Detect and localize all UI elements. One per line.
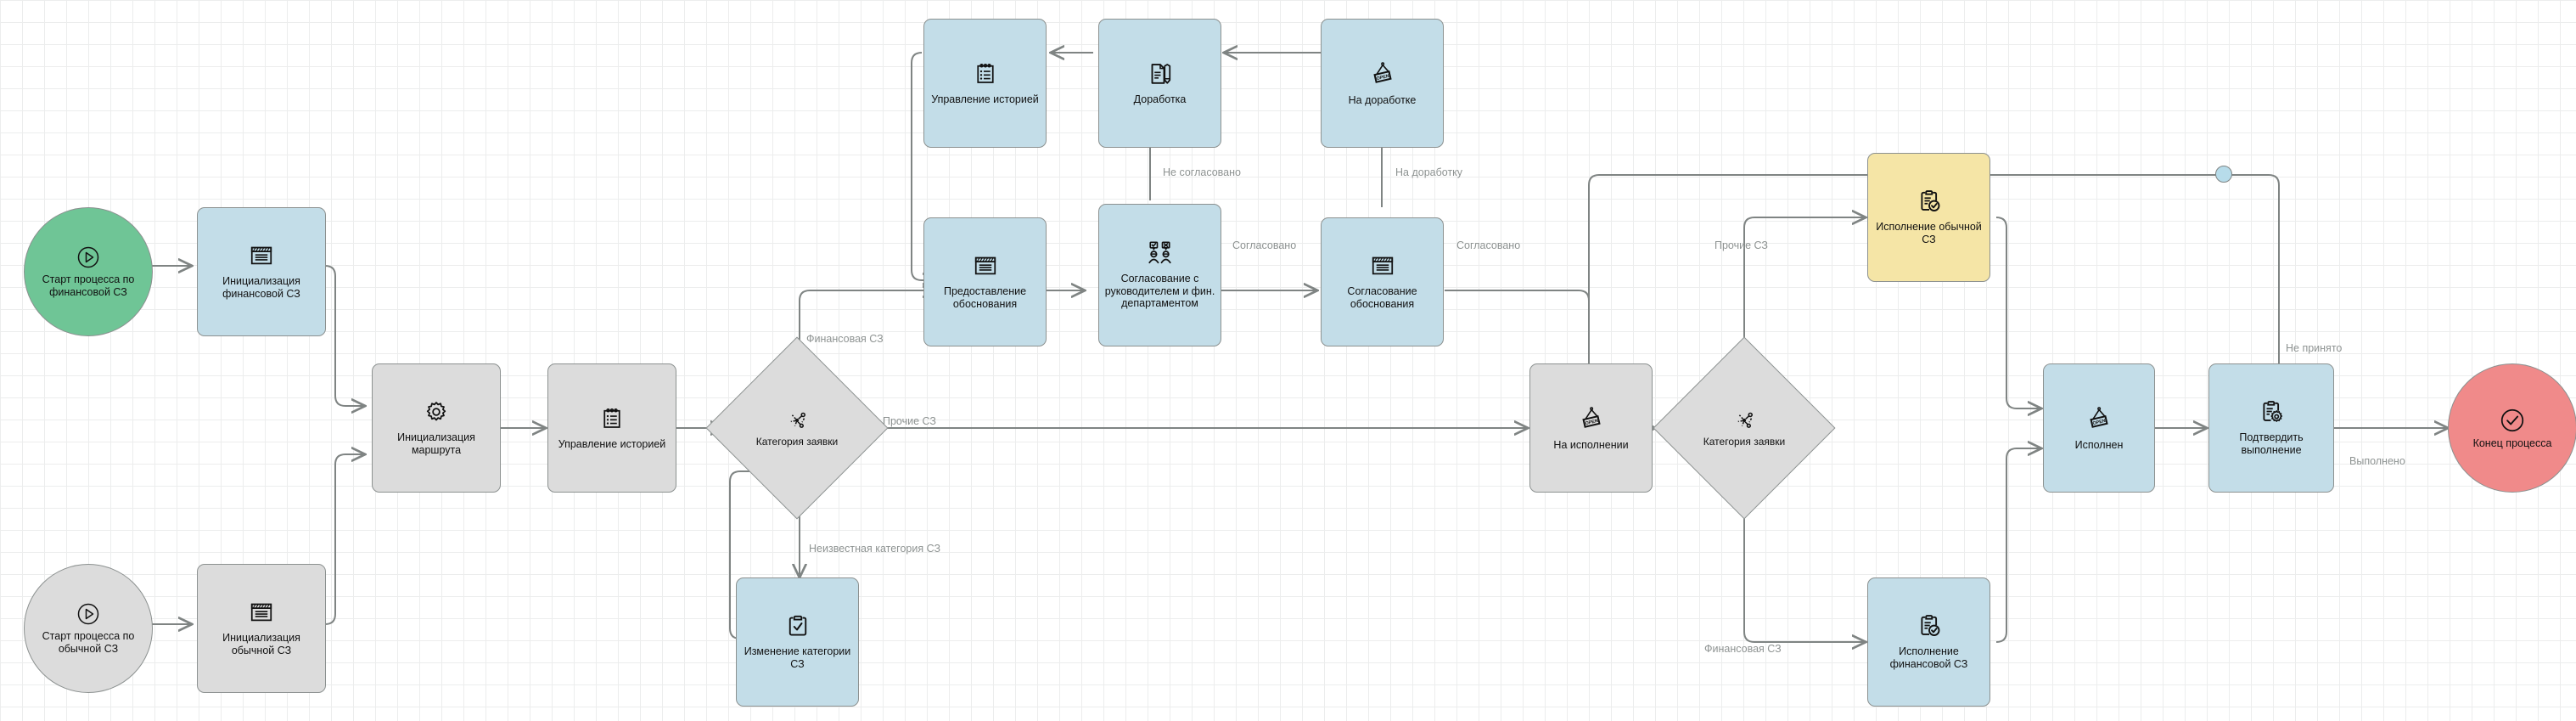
gateway-request-category-1[interactable]: Категория заявки xyxy=(705,336,889,520)
document-pen-icon xyxy=(1148,61,1173,90)
edge-label-financial-2: Финансовая СЗ xyxy=(1704,643,1782,655)
gateway-request-category-2[interactable]: Категория заявки xyxy=(1653,336,1836,520)
play-circle-icon xyxy=(76,601,101,630)
task-init-financial[interactable]: Инициализация финансовой СЗ xyxy=(197,207,326,336)
task-execute-ordinary[interactable]: Исполнение обычной СЗ xyxy=(1867,153,1990,282)
node-label: Управление историей xyxy=(558,437,666,450)
window-list-icon xyxy=(973,253,998,282)
task-execute-financial[interactable]: Исполнение финансовой СЗ xyxy=(1867,577,1990,707)
task-confirm-execution[interactable]: Подтвердить выполнение xyxy=(2208,363,2334,493)
clipboard-check-round-icon xyxy=(1917,189,1942,217)
open-sign-icon: OPEN xyxy=(2085,405,2113,436)
node-label: На доработке xyxy=(1348,93,1417,106)
svg-text:OPEN: OPEN xyxy=(2092,419,2106,426)
node-label: Конец процесса xyxy=(2472,437,2552,449)
edge-init-fin-to-init-route xyxy=(324,265,365,406)
task-approve-justification[interactable]: Согласование обоснования xyxy=(1321,217,1444,346)
task-revision[interactable]: Доработка xyxy=(1098,19,1221,148)
connector-dot[interactable] xyxy=(2215,166,2232,183)
network-nodes-icon xyxy=(785,408,809,435)
play-circle-icon xyxy=(76,245,101,273)
edge-label-unknown-category: Неизвестная категория СЗ xyxy=(809,543,941,555)
svg-text:OPEN: OPEN xyxy=(1376,74,1389,82)
task-executed-status[interactable]: OPEN Исполнен xyxy=(2043,363,2155,493)
node-label: Исполнен xyxy=(2074,438,2124,451)
check-circle-icon xyxy=(2499,407,2526,437)
edge-label-financial-1: Финансовая СЗ xyxy=(806,333,884,345)
task-change-category[interactable]: Изменение категории СЗ xyxy=(736,577,859,707)
node-label: Предоставление обоснования xyxy=(943,285,1027,310)
edge-label-other-1: Прочие СЗ xyxy=(883,415,936,427)
two-users-vote-icon xyxy=(1148,240,1173,269)
clipboard-gear-icon xyxy=(2259,399,2284,428)
edge-label-done: Выполнено xyxy=(2349,455,2405,467)
edge-label-to-revision: На доработку xyxy=(1395,166,1463,178)
edge-exec-financial-to-executed xyxy=(1995,448,2041,643)
window-list-icon xyxy=(249,243,274,272)
window-list-icon xyxy=(1370,253,1395,282)
node-label: Подтвердить выполнение xyxy=(2239,431,2304,456)
task-provide-justification[interactable]: Предоставление обоснования xyxy=(923,217,1047,346)
svg-text:OPEN: OPEN xyxy=(1585,419,1598,426)
edge-label-not-accepted: Не принято xyxy=(2286,342,2343,354)
notepad-list-icon xyxy=(599,406,625,435)
edge-label-approved-2: Согласовано xyxy=(1456,239,1521,251)
end-event-process[interactable]: Конец процесса xyxy=(2448,363,2576,493)
window-list-icon xyxy=(249,600,274,628)
task-in-execution[interactable]: OPEN На исполнении xyxy=(1529,363,1653,493)
open-sign-icon: OPEN xyxy=(1369,60,1396,91)
node-label: Изменение категории СЗ xyxy=(744,645,851,670)
edge-label-not-approved: Не согласовано xyxy=(1163,166,1241,178)
node-label: Исполнение финансовой СЗ xyxy=(1889,645,1968,670)
task-init-ordinary[interactable]: Инициализация обычной СЗ xyxy=(197,564,326,693)
node-label: Согласование обоснования xyxy=(1347,285,1417,310)
task-history-management-1[interactable]: Управление историей xyxy=(547,363,676,493)
task-on-revision[interactable]: OPEN На доработке xyxy=(1321,19,1444,148)
notepad-list-icon xyxy=(973,61,998,90)
gear-icon xyxy=(424,399,449,428)
clipboard-check-icon xyxy=(785,613,811,642)
node-label: Старт процесса по обычной СЗ xyxy=(42,630,135,655)
edge-exec-ordinary-to-executed xyxy=(1995,217,2041,408)
edge-label-approved-1: Согласовано xyxy=(1232,239,1297,251)
node-label: Категория заявки xyxy=(755,435,839,448)
node-label: Исполнение обычной СЗ xyxy=(1876,221,1982,245)
open-sign-icon: OPEN xyxy=(1578,405,1605,436)
node-label: Инициализация обычной СЗ xyxy=(222,632,300,656)
node-label: Согласование с руководителем и фин. депа… xyxy=(1104,272,1215,310)
task-history-management-2[interactable]: Управление историей xyxy=(923,19,1047,148)
edge-label-other-2: Прочие СЗ xyxy=(1715,239,1768,251)
start-event-financial[interactable]: Старт процесса по финансовой СЗ xyxy=(24,207,153,336)
clipboard-check-round-icon xyxy=(1917,613,1942,642)
task-init-route[interactable]: Инициализация маршрута xyxy=(372,363,501,493)
edge-init-ord-to-init-route xyxy=(324,454,365,625)
start-event-ordinary[interactable]: Старт процесса по обычной СЗ xyxy=(24,564,153,693)
node-label: Управление историей xyxy=(931,93,1039,105)
task-approve-head-and-findept[interactable]: Согласование с руководителем и фин. депа… xyxy=(1098,204,1221,346)
node-label: Инициализация маршрута xyxy=(397,431,475,456)
node-label: Старт процесса по финансовой СЗ xyxy=(42,273,135,298)
node-label: На исполнении xyxy=(1553,438,1629,451)
node-label: Категория заявки xyxy=(1703,435,1786,448)
network-nodes-icon xyxy=(1732,408,1756,435)
node-label: Доработка xyxy=(1133,93,1187,105)
node-label: Инициализация финансовой СЗ xyxy=(222,275,300,300)
